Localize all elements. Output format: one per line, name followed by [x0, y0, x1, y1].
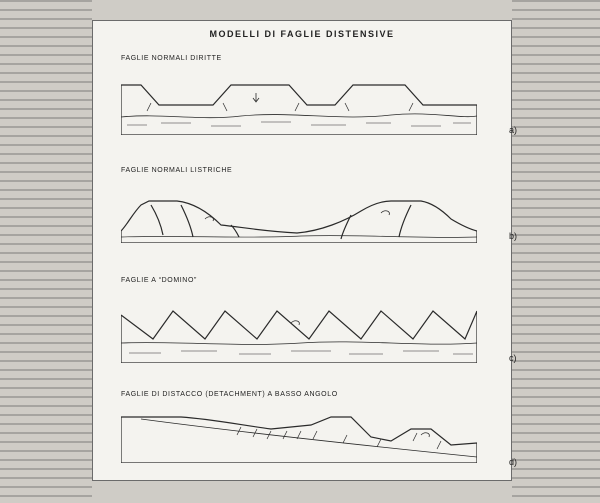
- fault-models-figure: MODELLI DI FAGLIE DISTENSIVE FAGLIE NORM…: [92, 20, 517, 481]
- background-text-left: [0, 0, 92, 503]
- panel-b-diagram: [121, 200, 477, 243]
- figure-title: MODELLI DI FAGLIE DISTENSIVE: [209, 29, 395, 39]
- background-text-right: [512, 0, 600, 503]
- panel-c-letter: c): [509, 353, 517, 363]
- panel-d-letter: d): [509, 457, 518, 467]
- panel-d-diagram: [121, 416, 477, 463]
- panel-b-title: FAGLIE NORMALI LISTRICHE: [121, 167, 233, 174]
- panel-a-title: FAGLIE NORMALI DIRITTE: [121, 55, 222, 62]
- panel-c-diagram: [121, 310, 477, 363]
- panel-a-letter: a): [509, 125, 518, 135]
- panel-a-diagram: [121, 84, 477, 135]
- panel-c-title: FAGLIE A “DOMINO”: [121, 277, 197, 284]
- panel-b-letter: b): [509, 231, 518, 241]
- panel-d-title: FAGLIE DI DISTACCO (DETACHMENT) A BASSO …: [121, 391, 338, 398]
